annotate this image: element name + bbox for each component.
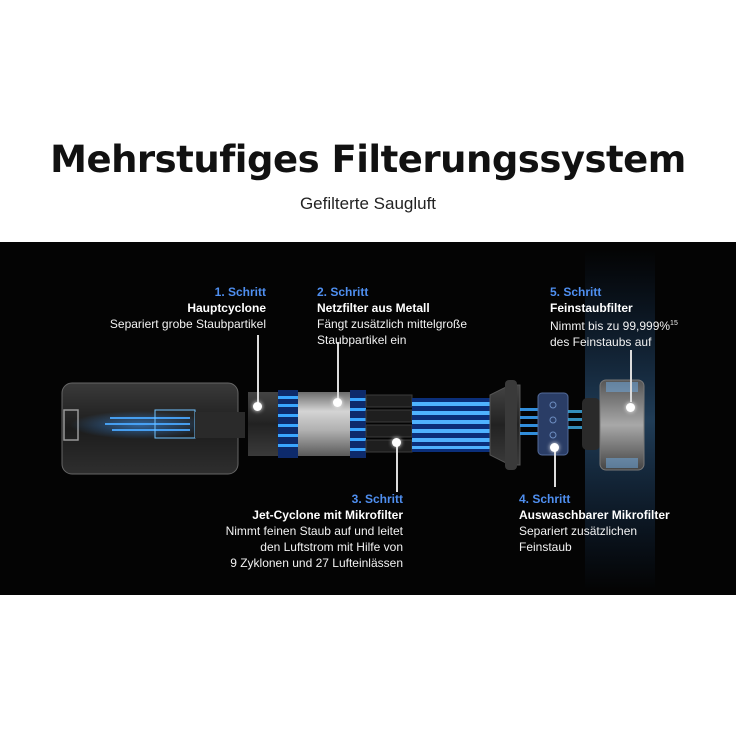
connector-line-step-3 [396, 442, 398, 492]
step-name: Auswaschbarer Mikrofilter [519, 508, 670, 522]
connector-dot-step-4 [550, 443, 559, 452]
step-description: 9 Zyklonen und 27 Lufteinlässen [230, 556, 403, 570]
connector-dot-step-3 [392, 438, 401, 447]
footnote-marker: 15 [670, 320, 678, 327]
callout-step-2: 2. Schritt Netzfilter aus Metall Fängt z… [317, 284, 467, 348]
step-description: Nimmt feinen Staub auf und leitet [225, 524, 403, 538]
step-number: 3. Schritt [351, 492, 403, 506]
step-description: den Luftstrom mit Hilfe von [260, 540, 403, 554]
connector-dot-step-5 [626, 403, 635, 412]
step-description: Nimmt bis zu 99,999% [550, 319, 671, 333]
connector-line-step-1 [257, 335, 259, 407]
step-number: 2. Schritt [317, 285, 369, 299]
connector-line-step-5 [630, 350, 632, 402]
connector-dot-step-1 [253, 402, 262, 411]
connector-line-step-4 [554, 447, 556, 487]
step-name: Feinstaubfilter [550, 301, 633, 315]
step-description: Separiert zusätzlichen [519, 524, 638, 538]
page-subtitle: Gefilterte Saugluft [299, 194, 437, 213]
callout-step-5: 5. Schritt Feinstaubfilter Nimmt bis zu … [550, 284, 678, 350]
page-title: Mehrstufiges Filterungssystem [50, 138, 686, 181]
step-description: Fängt zusätzlich mittelgroße [317, 317, 468, 331]
callout-step-4: 4. Schritt Auswaschbarer Mikrofilter Sep… [519, 491, 670, 555]
step-number: 5. Schritt [550, 285, 602, 299]
step-number: 4. Schritt [519, 492, 571, 506]
step-description: Staubpartikel ein [317, 333, 407, 347]
callout-step-1: 1. Schritt Hauptcyclone Separiert grobe … [110, 284, 266, 332]
vacuum-filter-illustration [61, 250, 655, 590]
step-name: Netzfilter aus Metall [317, 301, 430, 315]
filter-diagram-panel: SAMSUNG 1. Schritt Hauptcyclone Separier… [0, 242, 736, 595]
step-description: Feinstaub [519, 540, 572, 554]
step-number: 1. Schritt [214, 285, 266, 299]
step-description: des Feinstaubs auf [550, 335, 652, 349]
connector-dot-step-2 [333, 398, 342, 407]
step-description: Separiert grobe Staubpartikel [109, 317, 266, 331]
step-name: Jet-Cyclone mit Mikrofilter [252, 508, 403, 522]
connector-line-step-2 [337, 342, 339, 402]
callout-step-3: 3. Schritt Jet-Cyclone mit Mikrofilter N… [226, 491, 403, 571]
step-name: Hauptcyclone [187, 301, 266, 315]
